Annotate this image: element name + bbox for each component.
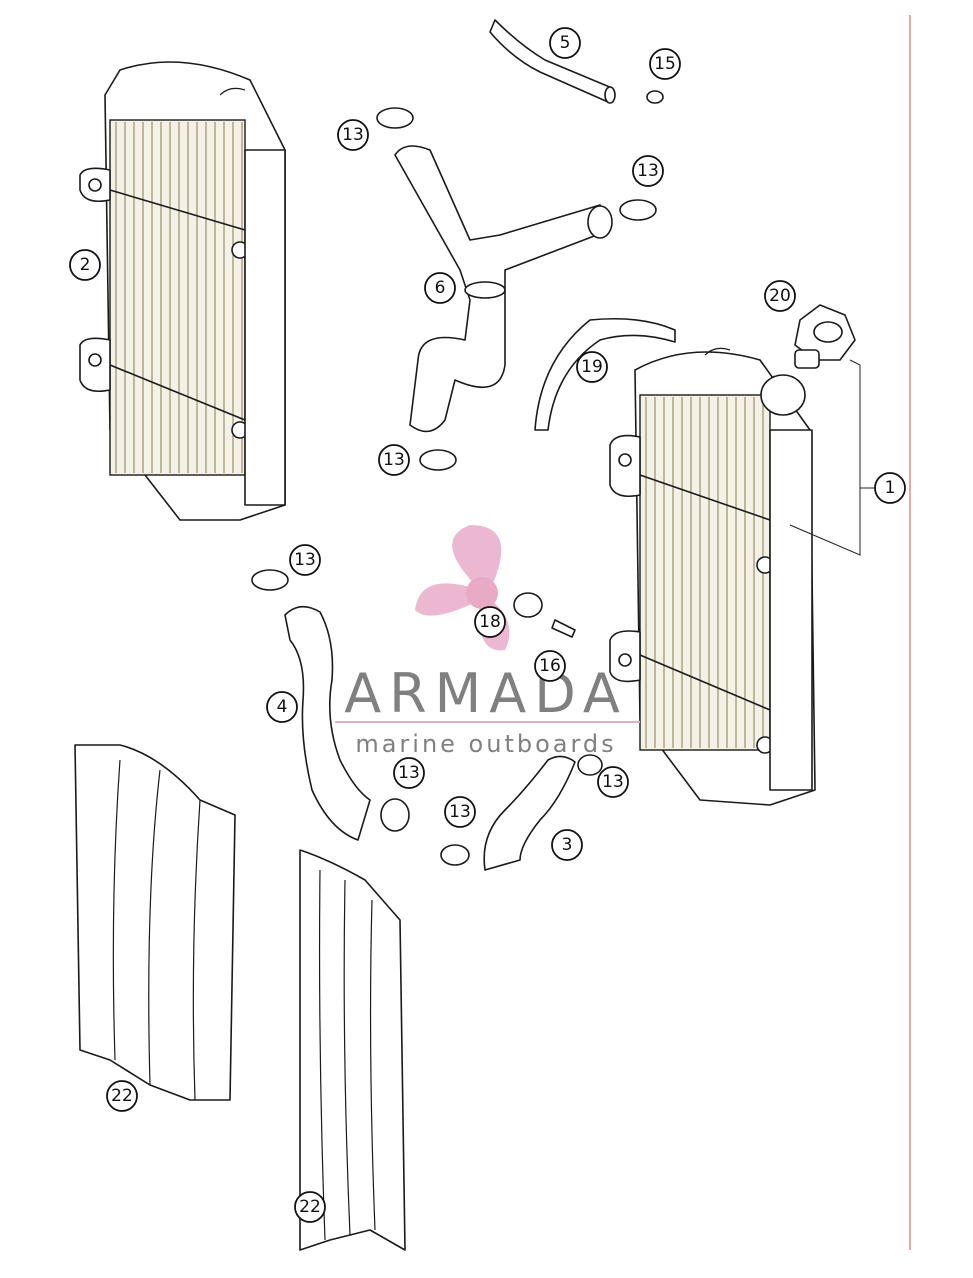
callout-1: 1	[874, 472, 906, 504]
svg-text:3: 3	[562, 835, 573, 855]
callout-16: 16	[534, 650, 566, 682]
svg-text:6: 6	[435, 278, 446, 298]
callout-13-d: 13	[289, 544, 321, 576]
hose-5	[489, 19, 613, 103]
leader-lines	[789, 359, 875, 556]
svg-text:13: 13	[637, 161, 659, 181]
svg-text:16: 16	[539, 656, 561, 676]
svg-text:13: 13	[602, 772, 624, 792]
svg-text:2: 2	[80, 255, 91, 275]
watermark-brand: ARMADA	[344, 662, 628, 725]
radiator-guard-right	[299, 849, 406, 1251]
svg-text:5: 5	[560, 33, 571, 53]
svg-text:20: 20	[769, 286, 791, 306]
callout-22-a: 22	[106, 1080, 138, 1112]
svg-text:4: 4	[277, 697, 288, 717]
svg-text:18: 18	[479, 612, 501, 632]
callout-group: 1 2 3 4 5 6 13 13 13 13 13 13 13 15 16 1…	[69, 27, 906, 1223]
callout-19: 19	[576, 351, 608, 383]
clamps	[251, 90, 664, 866]
grommet-18	[513, 592, 543, 618]
callout-13-a: 13	[337, 119, 369, 151]
callout-22-b: 22	[294, 1191, 326, 1223]
radiator-left	[79, 61, 286, 521]
callout-13-c: 13	[378, 444, 410, 476]
callout-13-e: 13	[393, 757, 425, 789]
callout-13-f: 13	[444, 796, 476, 828]
svg-text:13: 13	[398, 763, 420, 783]
callout-18: 18	[474, 606, 506, 638]
svg-text:22: 22	[299, 1197, 321, 1217]
svg-text:13: 13	[383, 450, 405, 470]
hose-4	[284, 605, 371, 841]
hose-19	[534, 318, 676, 431]
callout-15: 15	[649, 48, 681, 80]
callout-13-g: 13	[597, 766, 629, 798]
radiator-guard-left	[74, 744, 236, 1101]
svg-text:1: 1	[885, 478, 896, 498]
callout-4: 4	[266, 691, 298, 723]
callout-3: 3	[551, 829, 583, 861]
callout-2: 2	[69, 249, 101, 281]
callout-13-b: 13	[632, 155, 664, 187]
watermark-tagline: marine outboards	[355, 730, 616, 758]
callout-6: 6	[424, 272, 456, 304]
hose-6	[394, 145, 613, 433]
svg-text:13: 13	[342, 125, 364, 145]
callout-20: 20	[764, 280, 796, 312]
svg-text:22: 22	[111, 1086, 133, 1106]
radiator-right	[609, 347, 816, 806]
svg-text:19: 19	[581, 357, 603, 377]
svg-text:15: 15	[654, 54, 676, 74]
svg-text:13: 13	[294, 550, 316, 570]
radiator-cap	[794, 304, 856, 369]
watermark: ARMADA marine outboards	[335, 525, 640, 758]
bolt-16	[551, 619, 576, 638]
hose-3	[483, 755, 576, 871]
callout-5: 5	[549, 27, 581, 59]
svg-text:13: 13	[449, 802, 471, 822]
